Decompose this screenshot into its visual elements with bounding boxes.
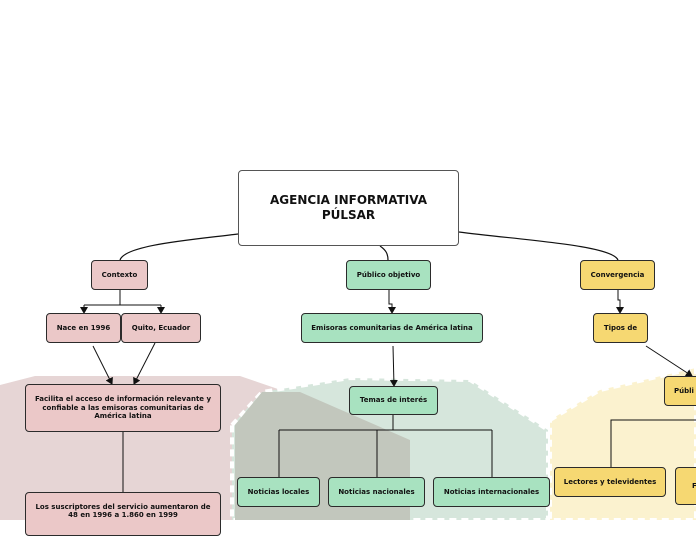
lectores-label: Lectores y televidentes <box>563 477 657 486</box>
noticias-locales-node[interactable]: Noticias locales <box>237 477 320 507</box>
convergencia-label: Convergencia <box>590 270 645 279</box>
quito-label: Quito, Ecuador <box>131 323 191 332</box>
noticias-nacionales-node[interactable]: Noticias nacionales <box>328 477 425 507</box>
contexto-label: Contexto <box>101 270 138 279</box>
facilita-label: Facilita el acceso de información releva… <box>34 395 212 421</box>
tipos-node[interactable]: Tipos de <box>593 313 648 343</box>
lectores-node[interactable]: Lectores y televidentes <box>554 467 666 497</box>
publico-node[interactable]: Público objetivo <box>346 260 431 290</box>
contexto-node[interactable]: Contexto <box>91 260 148 290</box>
emisoras-label: Emisoras comunitarias de América latina <box>311 323 473 332</box>
publico-cut-node[interactable]: Públi <box>664 376 696 406</box>
root-node[interactable]: AGENCIA INFORMATIVA PÚLSAR <box>238 170 459 246</box>
noticias-locales-label: Noticias locales <box>247 487 310 496</box>
emisoras-node[interactable]: Emisoras comunitarias de América latina <box>301 313 483 343</box>
temas-node[interactable]: Temas de interés <box>349 386 438 415</box>
temas-label: Temas de interés <box>359 396 428 405</box>
convergencia-node[interactable]: Convergencia <box>580 260 655 290</box>
suscriptores-label: Los suscriptores del servicio aumentaron… <box>35 503 211 520</box>
facilita-node[interactable]: Facilita el acceso de información releva… <box>25 384 221 432</box>
quito-node[interactable]: Quito, Ecuador <box>121 313 201 343</box>
noticias-internacionales-node[interactable]: Noticias internacionales <box>433 477 550 507</box>
noticias-nacionales-label: Noticias nacionales <box>338 487 415 496</box>
nace-node[interactable]: Nace en 1996 <box>46 313 121 343</box>
noticias-internacionales-label: Noticias internacionales <box>443 487 540 496</box>
tipos-label: Tipos de <box>603 323 638 332</box>
nace-label: Nace en 1996 <box>56 323 111 332</box>
f-cut-label: F <box>692 481 696 490</box>
publico-label: Público objetivo <box>356 270 421 279</box>
suscriptores-node[interactable]: Los suscriptores del servicio aumentaron… <box>25 492 221 536</box>
root-title: AGENCIA INFORMATIVA PÚLSAR <box>270 193 427 222</box>
f-cut-node[interactable]: F <box>675 467 696 505</box>
publico-cut-label: Públi <box>674 386 694 395</box>
